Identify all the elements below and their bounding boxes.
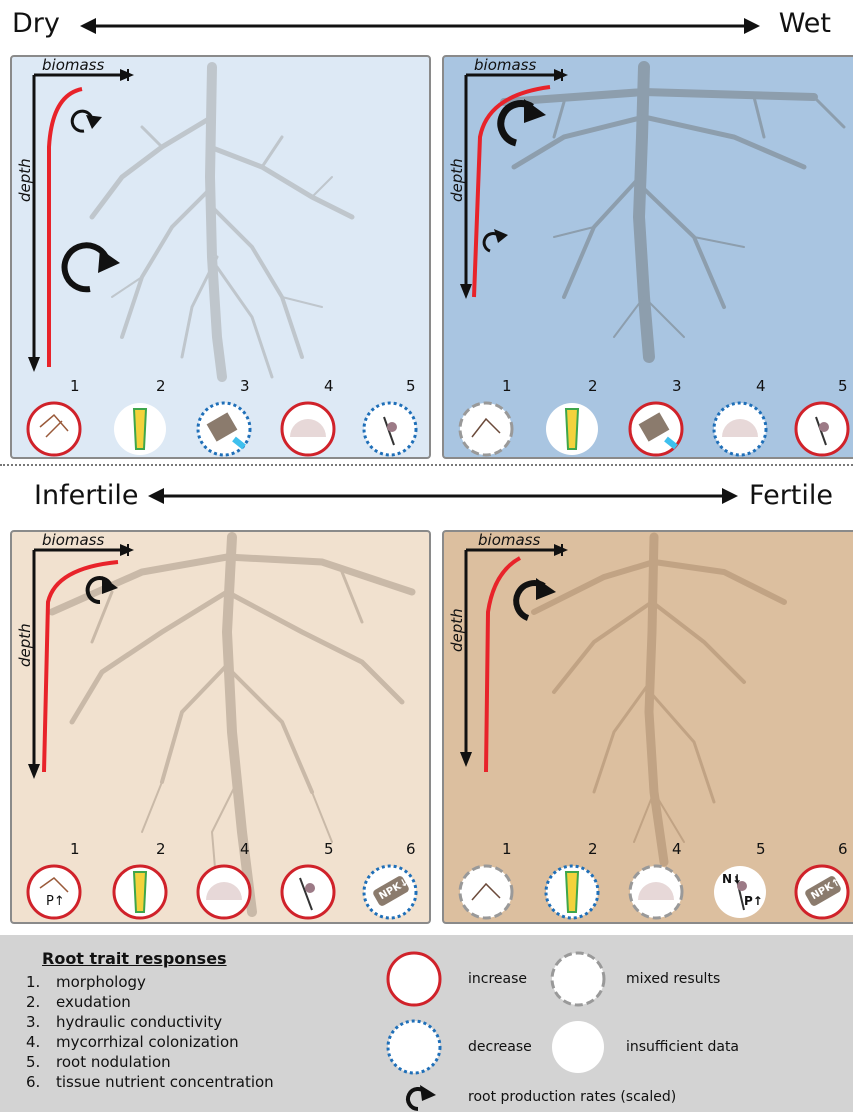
moisture-arrow	[80, 14, 760, 38]
dry-label: Dry	[12, 8, 60, 39]
fertile-panel: biomass depth 1 2 4 5 6 N↓ P↑ NPK↑	[442, 530, 853, 924]
legend-rates: root production rates (scaled)	[468, 1089, 676, 1105]
legend-decrease: decrease	[468, 1039, 532, 1055]
legend-mixed: mixed results	[626, 971, 720, 987]
trait-number: 2	[588, 840, 598, 858]
trait-number: 4	[756, 377, 766, 395]
depth-label: depth	[448, 608, 466, 652]
fertile-label: Fertile	[749, 480, 833, 511]
wet-label: Wet	[779, 8, 831, 39]
trait-number: 2	[588, 377, 598, 395]
trait-number: 1	[70, 840, 80, 858]
dry-panel: biomass depth 1 2 3 4 5	[10, 55, 431, 459]
root-system-dry	[12, 57, 429, 457]
legend-item: 6.tissue nutrient concentration	[26, 1073, 274, 1091]
legend-symbols	[380, 935, 620, 1112]
section-divider	[0, 464, 853, 466]
infertile-panel: biomass depth 1 2 4 5 6 P↑ NPK↓	[10, 530, 431, 924]
trait-number: 3	[672, 377, 682, 395]
legend-item: 1.morphology	[26, 973, 146, 991]
root-system-wet	[444, 57, 853, 457]
trait-number: 6	[406, 840, 416, 858]
fertility-arrow	[148, 484, 738, 508]
trait-number: 5	[756, 840, 766, 858]
trait-number: 2	[156, 840, 166, 858]
biomass-label: biomass	[42, 56, 104, 74]
legend-title: Root trait responses	[42, 949, 227, 968]
trait-number: 1	[502, 377, 512, 395]
trait-number: 1	[502, 840, 512, 858]
nitrogen-down-label: N↓	[722, 872, 742, 886]
trait-number: 5	[838, 377, 848, 395]
legend-increase: increase	[468, 971, 527, 987]
trait-number: 4	[240, 840, 250, 858]
trait-number: 5	[406, 377, 416, 395]
infertile-label: Infertile	[34, 480, 139, 511]
legend-insufficient: insufficient data	[626, 1039, 739, 1055]
biomass-label: biomass	[42, 531, 104, 549]
legend-item: 3.hydraulic conductivity	[26, 1013, 222, 1031]
legend-item: 2.exudation	[26, 993, 131, 1011]
biomass-label: biomass	[478, 531, 540, 549]
phosphorus-up-label: P↑	[744, 894, 763, 908]
depth-label: depth	[16, 623, 34, 667]
trait-number: 2	[156, 377, 166, 395]
root-system-infertile	[12, 532, 429, 922]
trait-number: 4	[672, 840, 682, 858]
trait-number: 3	[240, 377, 250, 395]
depth-label: depth	[16, 158, 34, 202]
root-system-fertile	[444, 532, 853, 922]
trait-number: 5	[324, 840, 334, 858]
wet-panel: biomass depth 1 2 3 4 5	[442, 55, 853, 459]
trait-number: 1	[70, 377, 80, 395]
depth-label: depth	[448, 158, 466, 202]
legend-item: 4.mycorrhizal colonization	[26, 1033, 239, 1051]
trait-number: 6	[838, 840, 848, 858]
phosphorus-up-label: P↑	[46, 894, 65, 909]
biomass-label: biomass	[474, 56, 536, 74]
legend: Root trait responses 1.morphology 2.exud…	[0, 935, 853, 1112]
legend-item: 5.root nodulation	[26, 1053, 171, 1071]
trait-number: 4	[324, 377, 334, 395]
